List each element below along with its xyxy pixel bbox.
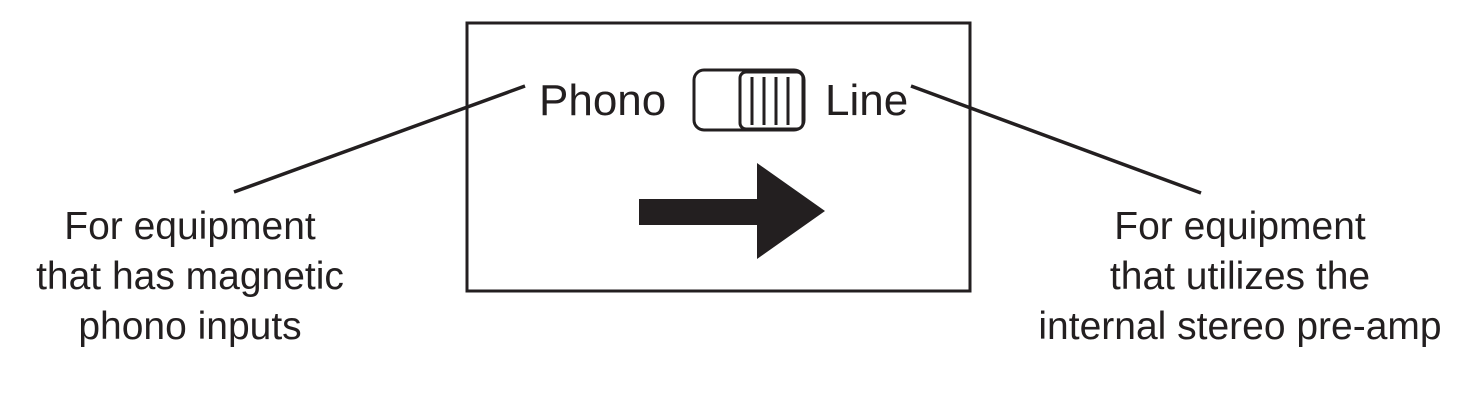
caption-line: For equipment bbox=[1114, 205, 1366, 248]
switch-label-phono: Phono bbox=[539, 76, 667, 125]
leader-line-left bbox=[233, 84, 526, 194]
caption-phono: For equipment that has magnetic phono in… bbox=[0, 202, 380, 352]
switch-label-line: Line bbox=[825, 76, 909, 125]
switch-knob bbox=[738, 70, 805, 131]
caption-line: For equipment bbox=[64, 205, 316, 248]
caption-line: that has magnetic bbox=[36, 255, 344, 298]
leader-line-right bbox=[910, 84, 1202, 195]
caption-line-input: For equipment that utilizes the internal… bbox=[1005, 202, 1475, 352]
arrow-right-icon bbox=[639, 163, 825, 259]
slide-switch-icon[interactable] bbox=[692, 68, 806, 132]
panel-frame bbox=[465, 21, 972, 293]
caption-line: phono inputs bbox=[78, 305, 302, 348]
caption-line: internal stereo pre-amp bbox=[1038, 305, 1442, 348]
caption-line: that utilizes the bbox=[1109, 255, 1371, 298]
